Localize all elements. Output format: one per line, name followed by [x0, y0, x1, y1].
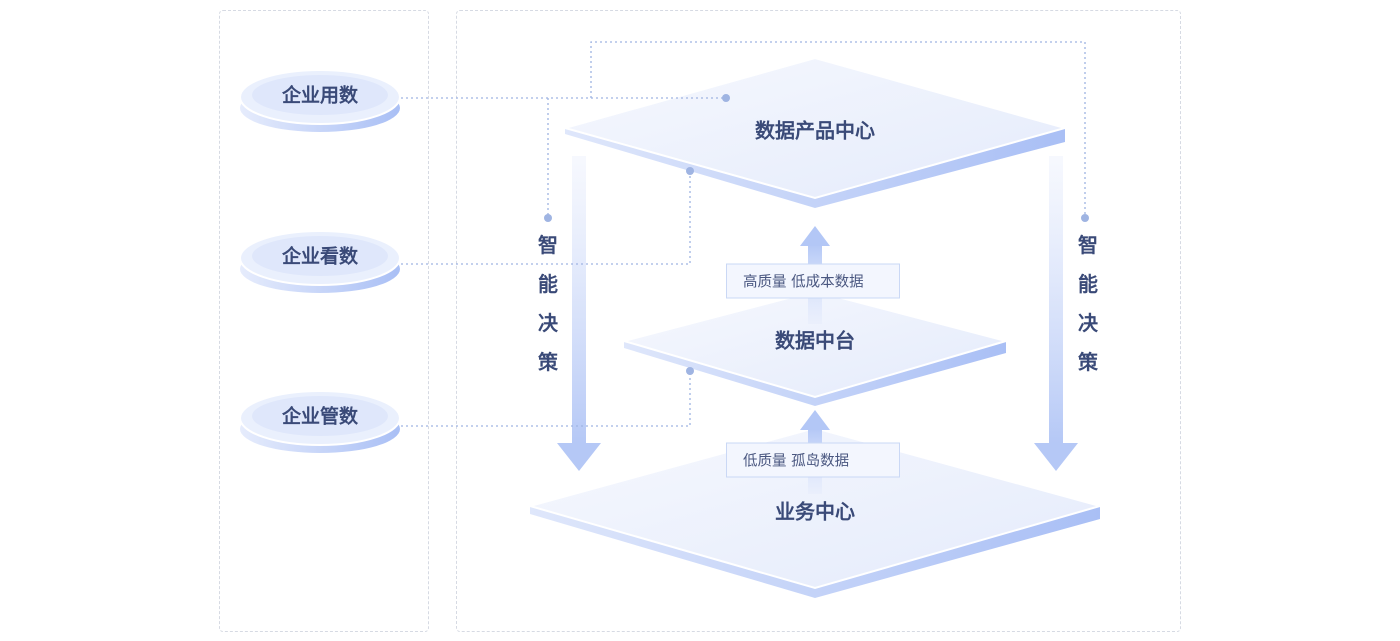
side-text-left: 智 能 决 策	[533, 226, 563, 382]
left-panel	[219, 10, 429, 632]
pill-enterprise-view-data	[239, 230, 401, 293]
side-text-right-char: 决	[1078, 311, 1098, 335]
layer-data-product-center	[561, 56, 1069, 208]
side-text-left-char: 策	[538, 350, 558, 374]
down-arrow-right	[1034, 156, 1078, 471]
down-arrow-left	[557, 156, 601, 471]
connector-dots	[544, 94, 1089, 375]
side-text-right-char: 智	[1078, 233, 1098, 257]
note-high-quality-data: 高质量 低成本数据	[726, 263, 900, 299]
connectors	[401, 41, 1086, 427]
pill-enterprise-use-data	[239, 69, 401, 132]
right-panel	[456, 10, 1181, 632]
label-enterprise-manage-data: 企业管数	[281, 405, 359, 428]
side-text-left-char: 智	[538, 233, 558, 257]
label-data-middle-platform: 数据中台	[775, 328, 855, 353]
layer-business-center	[526, 426, 1104, 598]
connector-view-data	[401, 171, 691, 265]
pill-enterprise-manage-data	[239, 390, 401, 453]
side-text-right-char: 策	[1078, 350, 1098, 374]
side-text-left-char: 能	[538, 272, 558, 296]
side-text-right: 智 能 决 策	[1073, 226, 1103, 382]
connector-manage-data	[401, 371, 691, 427]
label-enterprise-view-data: 企业看数	[281, 245, 359, 268]
label-business-center: 业务中心	[775, 499, 855, 524]
label-data-product-center: 数据产品中心	[755, 118, 875, 143]
side-text-left-char: 决	[538, 311, 558, 335]
side-text-right-char: 能	[1078, 272, 1098, 296]
label-enterprise-use-data: 企业用数	[281, 84, 359, 107]
note-low-quality-data: 低质量 孤岛数据	[726, 442, 900, 478]
layer-data-middle-platform	[620, 289, 1010, 406]
